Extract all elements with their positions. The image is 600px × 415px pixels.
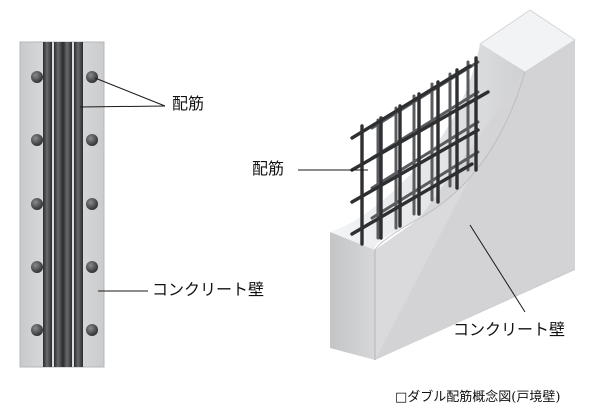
left-rebar-dots: [31, 71, 98, 336]
left-vertical-rebar-1: [43, 42, 52, 367]
rebar-dot: [86, 134, 98, 146]
wall-lower-right-face: [375, 40, 575, 360]
rebar-dot: [86, 261, 98, 273]
leader-rebar-bottom: [79, 105, 166, 108]
mesh-horizontal-bar: [350, 64, 472, 140]
label-rebar-right: 配筋: [252, 159, 285, 178]
right-wall-3d: [298, 9, 576, 360]
left-vertical-rebar-2: [54, 42, 63, 367]
rebar-dot: [86, 324, 98, 336]
rebar-dot: [31, 134, 43, 146]
label-concrete-wall-left: コンクリート壁: [152, 280, 265, 299]
mesh-horizontal-bar: [350, 162, 474, 236]
label-rebar-left: 配筋: [172, 94, 205, 113]
wall-edge-curve: [374, 71, 526, 251]
rebar-dot: [86, 198, 98, 210]
leader-rebar-top: [94, 77, 166, 107]
left-vertical-rebar-3: [63, 42, 72, 367]
mesh-horizontal-bar: [370, 120, 480, 190]
mesh-horizontal-bar: [370, 150, 480, 220]
label-concrete-wall-right: コンクリート壁: [453, 320, 566, 339]
rebar-dot: [31, 324, 43, 336]
leader-wall-right: [469, 224, 526, 313]
rebar-dot: [31, 261, 43, 273]
rebar-dot: [31, 71, 43, 83]
left-vertical-rebar-4: [74, 42, 83, 367]
rebar-mesh-front: [350, 56, 490, 246]
wall-front-face: [330, 232, 375, 360]
rebar-dot: [31, 198, 43, 210]
left-wall-section: [19, 41, 166, 368]
figure-caption: □ダブル配筋概念図(戸境壁): [395, 390, 561, 405]
rebar-dot: [86, 71, 98, 83]
